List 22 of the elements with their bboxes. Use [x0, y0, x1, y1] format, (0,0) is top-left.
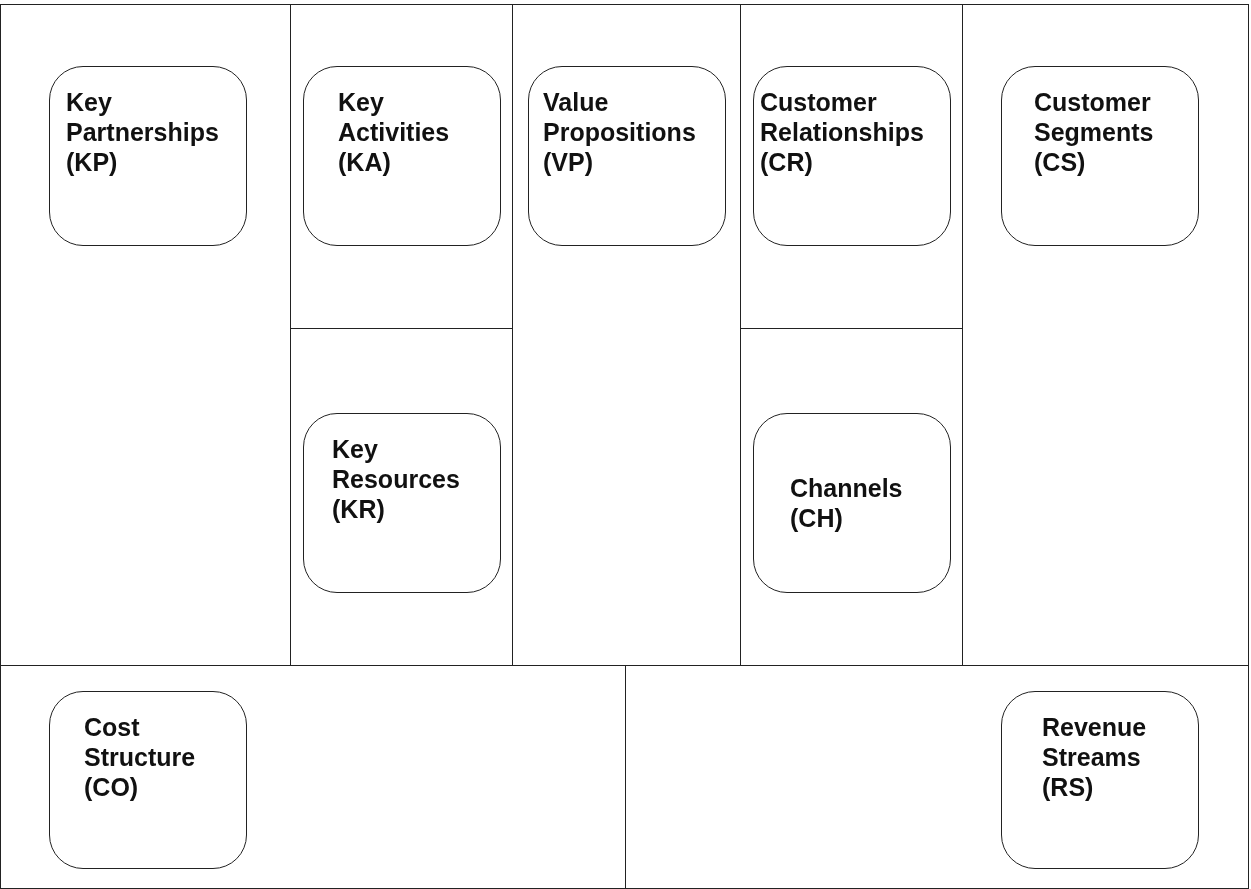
canvas-cell — [0, 665, 626, 889]
rounded-card — [753, 413, 951, 593]
block-title: Key Resources (KR) — [332, 434, 461, 524]
rounded-card — [49, 691, 247, 869]
canvas-cell — [625, 665, 1249, 889]
rounded-card — [1001, 66, 1199, 246]
rounded-card — [303, 413, 501, 593]
rounded-card — [1001, 691, 1199, 869]
block-title: Cost Structure (CO) — [84, 712, 197, 802]
block-title: Customer Relationships (CR) — [760, 87, 925, 177]
block-title: Key Activities (KA) — [338, 87, 451, 177]
block-title: Key Partnerships (KP) — [66, 87, 220, 177]
block-title: Value Propositions (VP) — [543, 87, 697, 177]
canvas-cell — [0, 4, 291, 666]
rounded-card — [303, 66, 501, 246]
block-title: Customer Segments (CS) — [1034, 87, 1155, 177]
rounded-card — [753, 66, 951, 246]
rounded-card — [49, 66, 247, 246]
block-title: Revenue Streams (RS) — [1042, 712, 1148, 802]
block-title: Channels (CH) — [790, 473, 904, 533]
rounded-card — [528, 66, 726, 246]
canvas-cell — [962, 4, 1249, 666]
